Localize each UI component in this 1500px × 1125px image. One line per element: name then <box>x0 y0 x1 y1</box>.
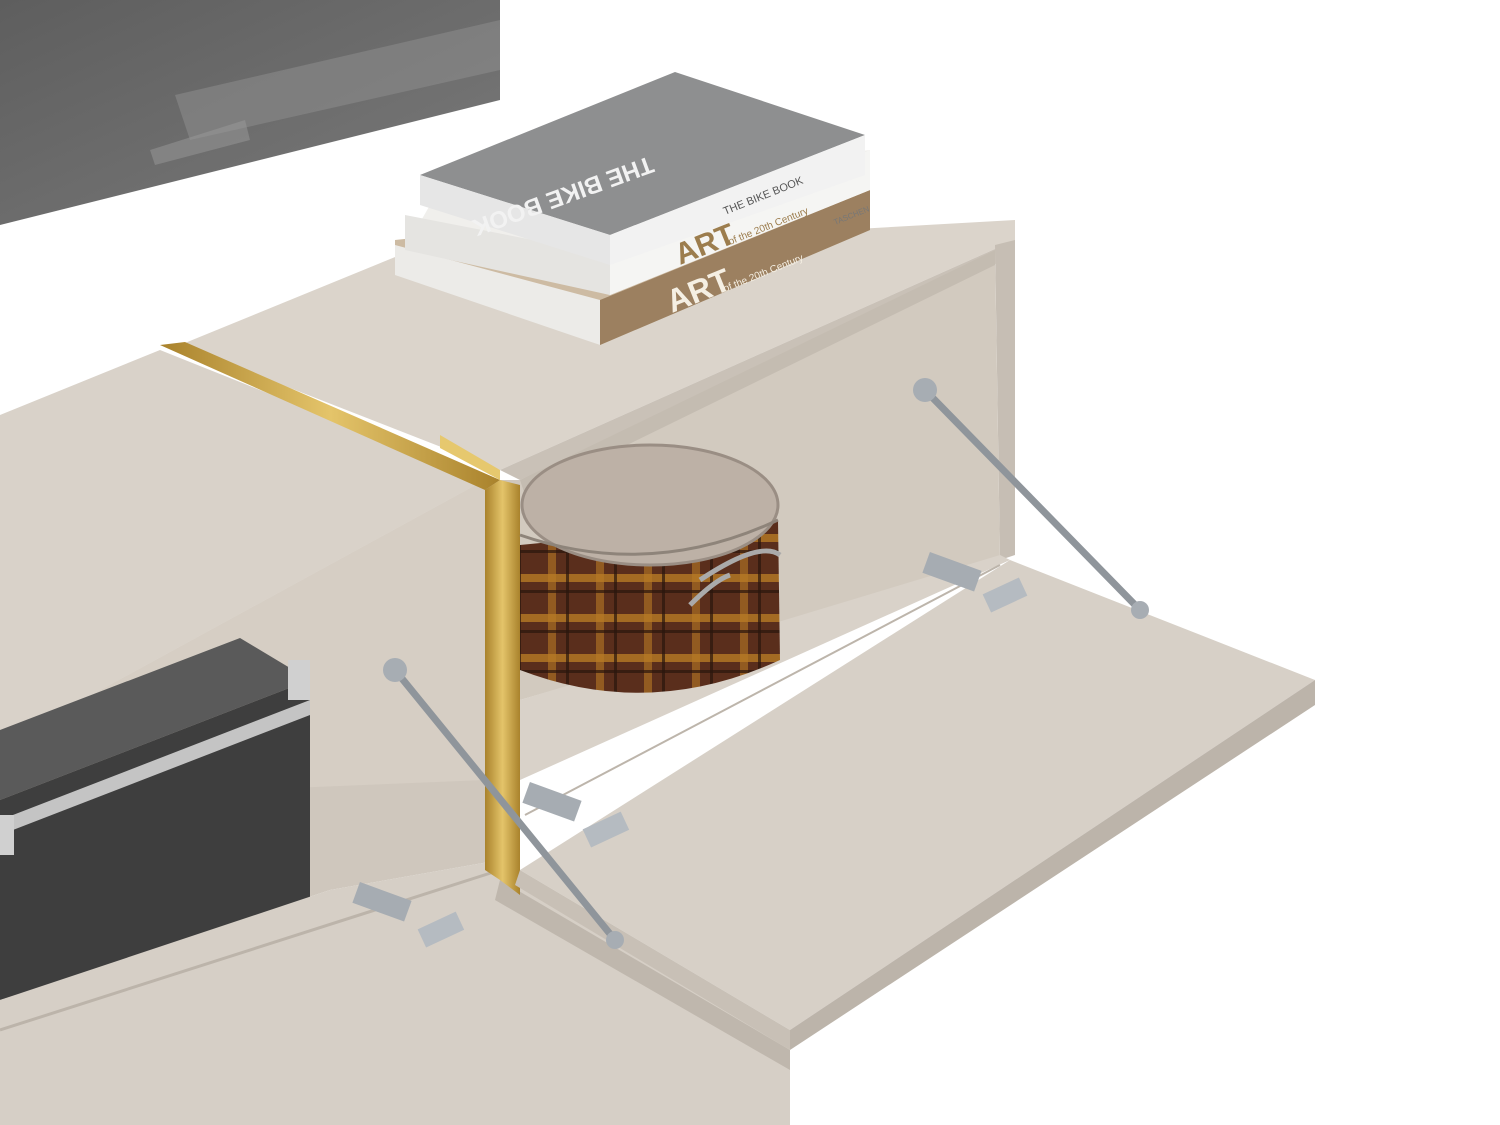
bike-book: THE BIKE BOOK THE BIKE BOOK <box>420 72 865 265</box>
hinge-right-cabinet <box>922 552 1028 613</box>
right-flap-door <box>515 560 1315 1050</box>
flap-stay-center <box>383 658 624 949</box>
hinge-left-cabinet <box>352 882 465 948</box>
plaid-hat-box <box>519 443 782 693</box>
tv-screen <box>0 0 500 225</box>
hinge-center-cabinet <box>522 782 630 848</box>
gray-storage-box <box>0 638 310 1000</box>
flap-stay-right <box>913 378 1149 619</box>
